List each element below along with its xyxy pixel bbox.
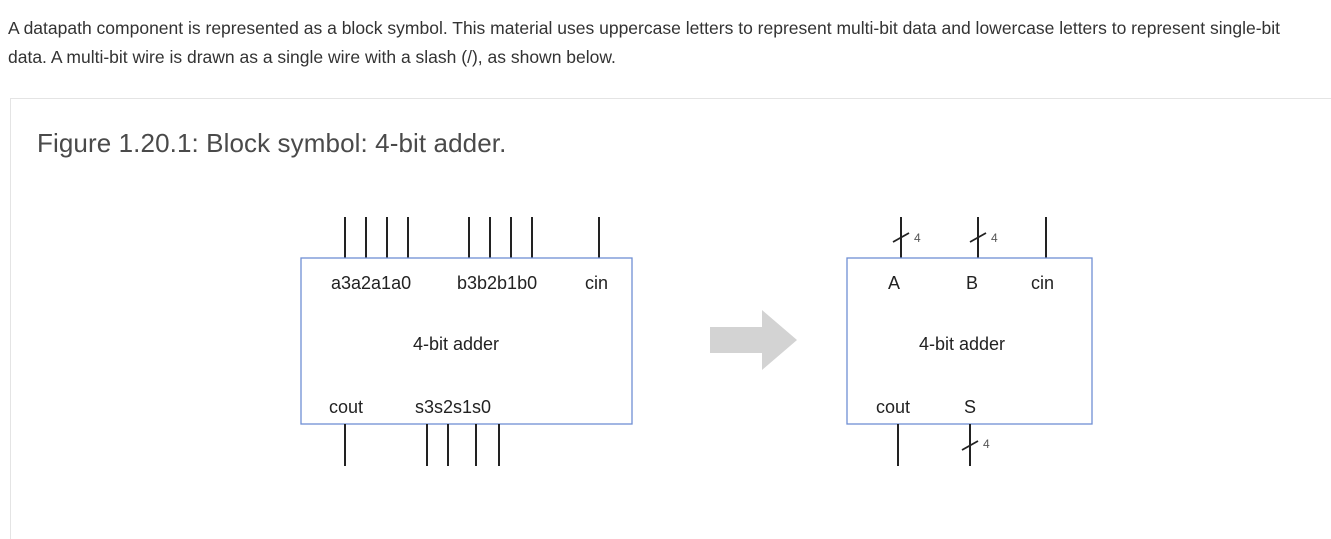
left-label-a: a3a2a1a0 bbox=[331, 273, 411, 293]
left-input-b-wires bbox=[468, 217, 533, 258]
left-label-s: s3s2s1s0 bbox=[415, 397, 491, 417]
right-label-cin: cin bbox=[1031, 273, 1054, 293]
adder-diagram: a3a2a1a0 b3b2b1b0 cin 4-bit adder cout s… bbox=[300, 217, 1093, 466]
right-label-a: A bbox=[888, 273, 900, 293]
left-output-s-wires bbox=[426, 424, 500, 466]
left-label-cout: cout bbox=[329, 397, 363, 417]
right-label-s: S bbox=[964, 397, 976, 417]
right-label-b: B bbox=[966, 273, 978, 293]
left-input-a-wires bbox=[344, 217, 409, 258]
right-input-a-bus: 4 bbox=[892, 217, 921, 258]
left-block-title: 4-bit adder bbox=[413, 334, 499, 354]
right-adder-block: 4 4 A B cin 4-bit adder cout S 4 bbox=[846, 217, 1093, 466]
left-block-outline bbox=[300, 257, 633, 425]
left-label-b: b3b2b1b0 bbox=[457, 273, 537, 293]
figure-caption: Figure 1.20.1: Block symbol: 4-bit adder… bbox=[37, 128, 507, 158]
right-bus-width-a: 4 bbox=[914, 231, 921, 245]
figure-container bbox=[10, 98, 1331, 539]
right-block-title: 4-bit adder bbox=[919, 334, 1005, 354]
right-bus-width-b: 4 bbox=[991, 231, 998, 245]
left-label-cin: cin bbox=[585, 273, 608, 293]
left-adder-block: a3a2a1a0 b3b2b1b0 cin 4-bit adder cout s… bbox=[300, 217, 633, 466]
right-input-b-bus: 4 bbox=[969, 217, 998, 258]
transform-arrow-icon bbox=[710, 310, 797, 370]
right-label-cout: cout bbox=[876, 397, 910, 417]
right-bus-width-s: 4 bbox=[983, 437, 990, 451]
intro-paragraph: A datapath component is represented as a… bbox=[8, 18, 1281, 67]
right-output-s-bus: 4 bbox=[961, 424, 990, 466]
